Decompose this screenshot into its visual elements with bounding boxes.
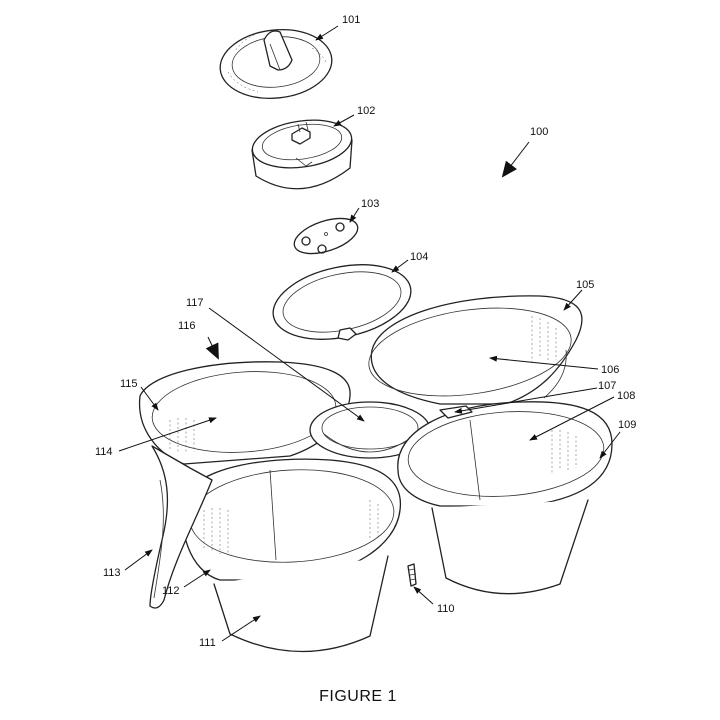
label-110: 110	[437, 603, 455, 615]
label-109: 109	[618, 419, 636, 431]
label-100: 100	[530, 126, 548, 138]
lid-101-drawing	[219, 29, 333, 99]
reference-numerals: 101 102 103 104 100 105 117 116 106 115 …	[95, 14, 636, 649]
label-108: 108	[617, 390, 635, 402]
label-115: 115	[120, 378, 138, 390]
label-106: 106	[601, 364, 619, 376]
label-114: 114	[95, 446, 113, 458]
label-111: 111	[199, 637, 216, 649]
gasket-104-drawing	[272, 264, 412, 341]
label-103: 103	[361, 198, 379, 210]
label-116: 116	[178, 320, 196, 332]
cap-102-drawing	[251, 119, 353, 190]
label-112: 112	[162, 585, 180, 597]
label-105: 105	[576, 279, 594, 291]
label-117: 117	[186, 297, 204, 309]
label-107: 107	[598, 380, 616, 392]
figure-caption: FIGURE 1	[319, 688, 397, 705]
label-102: 102	[357, 105, 375, 117]
label-104: 104	[410, 251, 428, 263]
disk-103-drawing	[293, 217, 359, 255]
label-113: 113	[103, 567, 121, 579]
leader-lines	[118, 25, 621, 642]
container-body-drawing	[138, 295, 613, 653]
label-101: 101	[342, 14, 360, 26]
